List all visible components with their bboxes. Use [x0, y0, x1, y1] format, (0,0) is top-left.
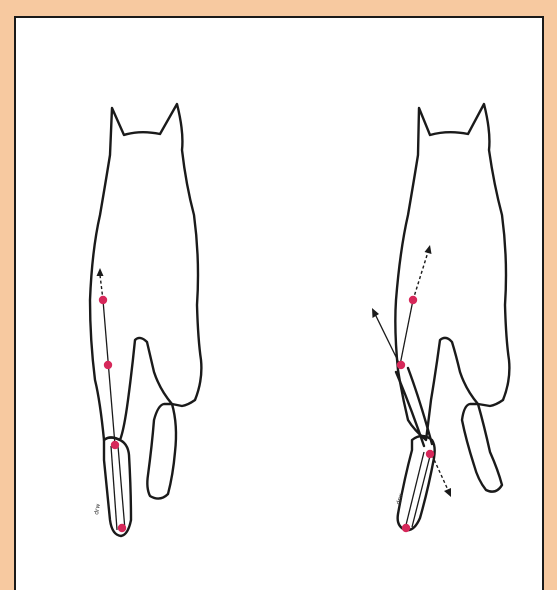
- dog-right-arrow-down: [432, 455, 448, 490]
- dog-right-outline: [395, 104, 509, 440]
- dog-right-femur-line: [400, 300, 413, 365]
- dog-right-joint-paw: [402, 524, 410, 532]
- dog-left-joint-knee: [111, 441, 119, 449]
- dog-right-arrow-up-head: [425, 245, 432, 254]
- dog-left-outline: [90, 104, 201, 440]
- dog-right-joint-knee: [426, 450, 434, 458]
- dog-left-joint-mid: [104, 361, 112, 369]
- dog-right-joint-mid: [397, 361, 405, 369]
- dog-left-arrow-head: [97, 268, 104, 276]
- dog-right-joint-hip: [409, 296, 417, 304]
- dog-left-tiny-label: drw: [93, 503, 102, 515]
- dog-right-right-leg: [462, 404, 502, 492]
- dog-right-tiny-label: drw: [395, 493, 405, 506]
- dog-left-left-leg: [104, 438, 131, 537]
- dog-left-femur-line: [103, 300, 115, 445]
- dog-left-joint-hip: [99, 296, 107, 304]
- dog-left-joint-paw: [118, 524, 126, 532]
- dog-right-arrow-abduct-head: [372, 308, 379, 318]
- dog-right-arrow-down-head: [444, 488, 451, 497]
- dog-right-arrow-up: [413, 252, 428, 300]
- dog-left: drw: [90, 104, 201, 536]
- dog-right: drw: [372, 104, 509, 532]
- dog-left-leg-axis-a: [111, 446, 117, 530]
- dog-left-right-leg: [147, 404, 176, 499]
- dog-left-leg-axis-b: [118, 446, 125, 530]
